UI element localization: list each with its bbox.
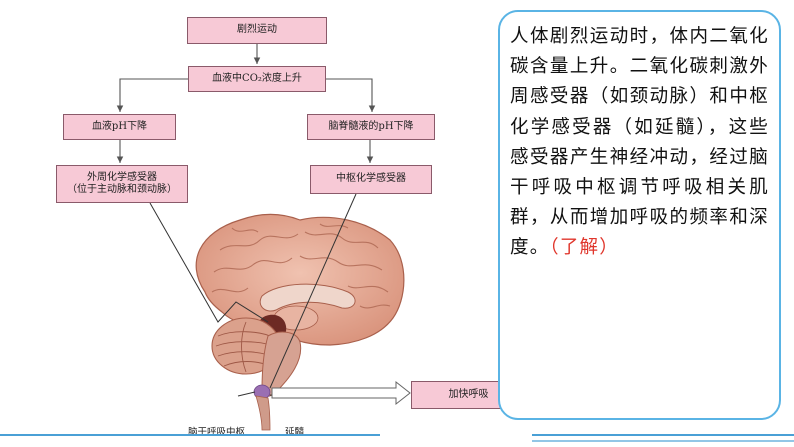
pointer-central (269, 193, 357, 389)
brainstem (261, 331, 302, 397)
box-blood-ph: 血液pH下降 (63, 114, 176, 140)
arrow-to-result (271, 380, 411, 406)
box-central-receptor-text: 中枢化学感受器 (336, 173, 406, 185)
brain-illustration (195, 213, 405, 431)
box-faster-breathing-text: 加快呼吸 (448, 388, 489, 400)
explanation-panel: 人体剧烈运动时，体内二氧化碳含量上升。二氧化碳刺激外周感受器（如颈动脉）和中枢化… (498, 10, 781, 420)
box-peripheral-receptor: 外周化学感受器 （位于主动脉和颈动脉） (56, 165, 188, 203)
box-peripheral-receptor-line1: 外周化学感受器 (87, 171, 157, 183)
spinal-cord (255, 395, 271, 431)
flow-arrows (116, 44, 376, 163)
box-co2-rise-text: 血液中CO₂浓度上升 (212, 72, 302, 84)
arrow-co2-to-left (116, 78, 188, 112)
label-medulla: 延髓 (285, 427, 305, 438)
bottom-stripe-right (532, 434, 794, 436)
bottom-stripe-right-2 (532, 440, 794, 442)
note-understand: （了解） (549, 237, 619, 259)
corpus-callosum (259, 283, 356, 312)
box-csf-ph: 脑脊髓液的pH下降 (307, 114, 435, 140)
box-exercise-text: 剧烈运动 (237, 24, 277, 36)
pointer-peripheral (149, 202, 269, 323)
arrow-co2-to-right (326, 78, 376, 112)
box-central-receptor: 中枢化学感受器 (310, 165, 432, 194)
box-csf-ph-text: 脑脊髓液的pH下降 (328, 120, 414, 132)
box-peripheral-receptor-line2: （位于主动脉和颈动脉） (67, 184, 177, 195)
box-blood-ph-text: 血液pH下降 (91, 120, 148, 132)
label-brainstem-respiratory-center: 脑干呼吸中枢 (188, 427, 246, 438)
pointer-brainstem-label (237, 391, 256, 397)
box-exercise: 剧烈运动 (187, 17, 327, 44)
bottom-stripe-left (0, 434, 380, 436)
box-co2-rise: 血液中CO₂浓度上升 (188, 66, 326, 92)
explanation-text: 人体剧烈运动时，体内二氧化碳含量上升。二氧化碳刺激外周感受器（如颈动脉）和中枢化… (510, 26, 769, 259)
